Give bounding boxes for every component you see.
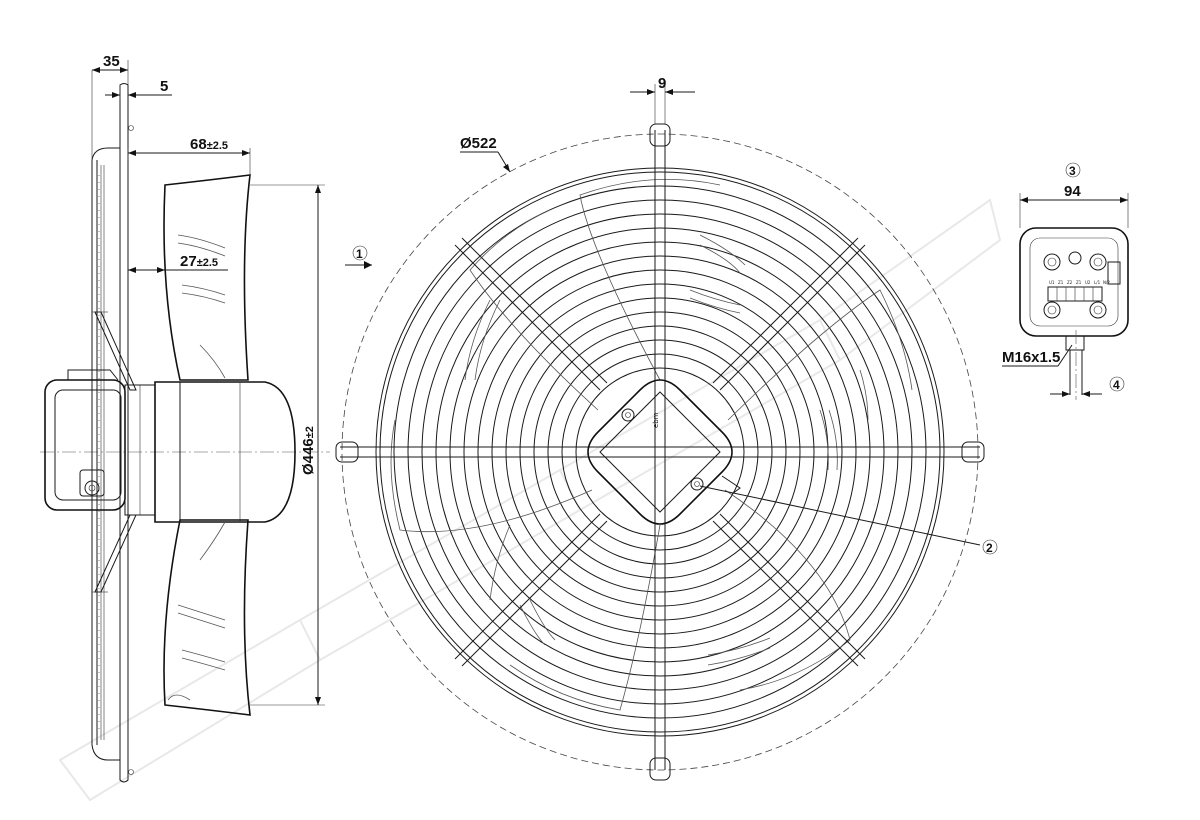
guard-spokes [335,123,985,781]
callout-airflow: 1 [345,245,372,269]
dim-cable-gland: M16x1.5 [1002,344,1073,367]
dim-guard-bar-width: 9 [630,75,695,124]
terminal-box-view: 3 94 U1 Z1 Z2 Z1 U2 [1002,162,1129,400]
dim-total-depth-label: 35 [103,53,120,70]
hub-brand-label: ebm [652,412,660,428]
dim-blade-offset: 68±2.5 [127,136,251,178]
dim-hub-offset: 27±2.5 [128,253,228,273]
hub-front: ebm [587,379,733,525]
terminal-label-4: Z1 [1076,280,1082,285]
rotor-hub-side [154,381,296,523]
dim-total-depth: 35 [91,53,129,160]
terminal-label-2: Z1 [1058,280,1064,285]
callout-cable-label: 4 [1113,378,1120,392]
terminal-label-5: U2 [1085,280,1091,285]
callout-rotation-label: 2 [986,541,993,555]
blades-side [163,174,251,716]
terminal-label-7: N/2 [1103,280,1110,285]
callout-terminal-box: 3 [1065,162,1081,178]
callout-rotation: 2 [699,475,998,555]
callout-cable: 4 [1050,376,1125,397]
fan-blades-front [390,178,913,711]
side-view: 35 5 68±2.5 27±2.5 [40,53,372,783]
dim-guard-diameter-label: Ø522 [460,135,497,152]
callout-airflow-label: 1 [356,247,363,261]
dim-flange-thickness: 5 [105,78,172,100]
terminal-label-6: L/1 [1094,280,1101,285]
dim-blade-diameter-label: Ø446±2 [300,426,317,475]
dim-terminal-box-width: 94 [1019,183,1129,228]
guard-side-wires [91,83,134,783]
dim-terminal-box-width-label: 94 [1064,183,1081,200]
dim-cable-gland-label: M16x1.5 [1002,349,1060,366]
watermark [58,198,1002,802]
dim-hub-offset-label: 27±2.5 [180,253,218,270]
dim-flange-thickness-label: 5 [160,78,168,95]
terminal-label-3: Z2 [1067,280,1073,285]
motor-housing-side [44,369,156,516]
guard-rings [375,167,945,737]
front-view: ebm 9 Ø522 2 [335,75,998,781]
dim-guard-bar-width-label: 9 [658,75,666,92]
dim-blade-offset-label: 68±2.5 [190,136,228,153]
dim-guard-diameter: Ø522 [460,135,511,173]
terminal-label-1: U1 [1049,280,1055,285]
callout-terminal-box-label: 3 [1069,164,1076,178]
dim-blade-diameter: Ø446±2 [250,184,325,706]
